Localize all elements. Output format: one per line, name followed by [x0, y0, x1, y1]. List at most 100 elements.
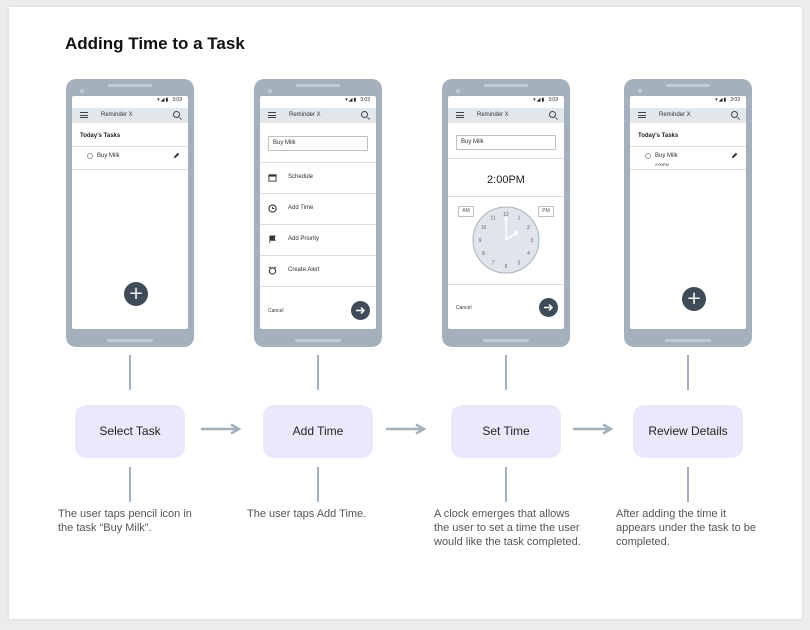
- app-title: Reminder X: [101, 112, 133, 118]
- hamburger-menu-icon[interactable]: [268, 112, 276, 118]
- flag-icon: [269, 235, 276, 244]
- divider: [72, 169, 188, 170]
- status-time: 3:03: [730, 97, 740, 103]
- phone-screen: ▾◢▮3:03 Reminder X Buy Milk Schedule Add…: [260, 96, 376, 329]
- divider: [630, 146, 746, 147]
- phone-screen: ▾◢▮3:03 Reminder X Buy Milk 2:00PM AM PM…: [448, 96, 564, 329]
- calendar-icon: [268, 174, 277, 182]
- menu-item-add-time[interactable]: Add Time: [260, 193, 376, 224]
- menu-item-label: Add Time: [288, 205, 314, 211]
- task-time: 2:00PM: [655, 162, 669, 167]
- status-bar: ▾◢▮3:03: [448, 96, 564, 104]
- step-description: A clock emerges that allows the user to …: [434, 508, 581, 548]
- task-checkbox[interactable]: [87, 153, 93, 159]
- arrow-right-icon: [386, 423, 426, 435]
- hamburger-menu-icon[interactable]: [80, 112, 88, 118]
- step-description: The user taps Add Time.: [247, 508, 367, 520]
- app-bar: Reminder X: [260, 108, 376, 123]
- clock-number[interactable]: 6: [505, 264, 508, 270]
- pm-toggle[interactable]: PM: [538, 206, 554, 217]
- clock-number[interactable]: 9: [479, 238, 482, 244]
- clock-number[interactable]: 3: [531, 238, 534, 244]
- status-time: 3:03: [548, 97, 558, 103]
- home-bar: [665, 339, 711, 342]
- section-heading: Today's Tasks: [80, 133, 121, 139]
- app-bar: Reminder X: [448, 108, 564, 123]
- search-icon[interactable]: [549, 111, 556, 118]
- clock-number[interactable]: 7: [492, 261, 495, 267]
- home-bar: [107, 339, 153, 342]
- hour-hand: [505, 232, 517, 241]
- pencil-icon[interactable]: [731, 152, 738, 159]
- clock-number[interactable]: 1: [518, 215, 521, 221]
- step-description: The user taps pencil icon in the task “B…: [58, 508, 192, 534]
- status-time: 3:03: [360, 97, 370, 103]
- clock-number[interactable]: 8: [482, 251, 485, 257]
- arrow-right-icon: [201, 423, 241, 435]
- divider: [260, 286, 376, 287]
- menu-item-add-priority[interactable]: Add Priority: [260, 224, 376, 255]
- hamburger-menu-icon[interactable]: [456, 112, 464, 118]
- hamburger-menu-icon[interactable]: [638, 112, 646, 118]
- phone-add-time: ▾◢▮3:03 Reminder X Buy Milk Schedule Add…: [254, 79, 382, 347]
- hand-knob[interactable]: [514, 231, 518, 235]
- clock-number[interactable]: 2: [527, 225, 530, 231]
- camera: [638, 89, 642, 93]
- step-select-task: Select Task: [75, 405, 185, 458]
- search-icon[interactable]: [731, 111, 738, 118]
- hand-knob[interactable]: [504, 217, 508, 221]
- task-name-input[interactable]: Buy Milk: [456, 135, 556, 150]
- camera: [268, 89, 272, 93]
- task-label: Buy Milk: [655, 153, 678, 159]
- phone-select-task: ▾◢▮3:03 Reminder X Today's Tasks Buy Mil…: [66, 79, 194, 347]
- next-button[interactable]: [539, 298, 558, 317]
- add-task-button[interactable]: +: [124, 282, 148, 306]
- app-title: Reminder X: [477, 112, 509, 118]
- phone-screen: ▾◢▮3:03 Reminder X Today's Tasks Buy Mil…: [630, 96, 746, 329]
- app-bar: Reminder X: [630, 108, 746, 123]
- home-bar: [483, 339, 529, 342]
- clock-number[interactable]: 11: [490, 215, 495, 221]
- divider: [448, 158, 564, 159]
- clock-number[interactable]: 10: [481, 225, 487, 231]
- arrow-right-icon: [356, 306, 366, 315]
- search-icon[interactable]: [173, 111, 180, 118]
- selected-time: 2:00PM: [487, 174, 525, 186]
- connector-line: [687, 355, 689, 390]
- camera: [456, 89, 460, 93]
- pencil-icon[interactable]: [173, 152, 180, 159]
- task-name-input[interactable]: Buy Milk: [268, 136, 368, 151]
- connector-line: [317, 467, 319, 502]
- task-label: Buy Milk: [97, 153, 120, 159]
- connector-line: [129, 355, 131, 390]
- menu-item-schedule[interactable]: Schedule: [260, 162, 376, 193]
- divider: [72, 146, 188, 147]
- search-icon[interactable]: [361, 111, 368, 118]
- cancel-button[interactable]: Cancel: [268, 308, 284, 314]
- phone-set-time: ▾◢▮3:03 Reminder X Buy Milk 2:00PM AM PM…: [442, 79, 570, 347]
- camera: [80, 89, 84, 93]
- am-toggle[interactable]: AM: [458, 206, 474, 217]
- next-button[interactable]: [351, 301, 370, 320]
- menu-item-create-alert[interactable]: Create Alert: [260, 255, 376, 286]
- clock-number[interactable]: 12: [503, 212, 509, 218]
- app-bar: Reminder X: [72, 108, 188, 123]
- clock-number[interactable]: 4: [527, 251, 530, 257]
- divider: [448, 284, 564, 285]
- signal-icon: ▾◢▮: [157, 97, 170, 103]
- home-bar: [295, 339, 341, 342]
- add-task-button[interactable]: +: [682, 287, 706, 311]
- step-review-details: Review Details: [633, 405, 743, 458]
- connector-line: [317, 355, 319, 390]
- cancel-button[interactable]: Cancel: [456, 305, 472, 311]
- phone-screen: ▾◢▮3:03 Reminder X Today's Tasks Buy Mil…: [72, 96, 188, 329]
- divider: [448, 196, 564, 197]
- step-description: After adding the time it appears under t…: [616, 508, 757, 548]
- signal-icon: ▾◢▮: [715, 97, 728, 103]
- signal-icon: ▾◢▮: [533, 97, 546, 103]
- speaker: [666, 84, 710, 87]
- step-add-time: Add Time: [263, 405, 373, 458]
- task-checkbox[interactable]: [645, 153, 651, 159]
- clock-number[interactable]: 5: [518, 261, 521, 267]
